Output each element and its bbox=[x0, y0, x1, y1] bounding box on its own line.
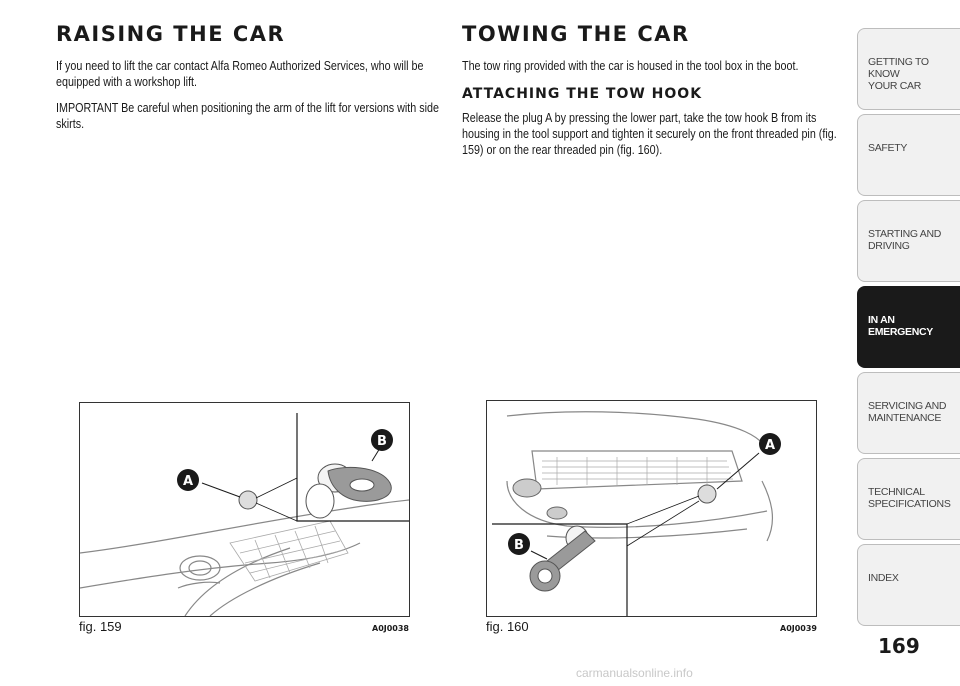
left-column: RAISING THE CAR If you need to lift the … bbox=[56, 22, 441, 142]
right-column: TOWING THE CAR The tow ring provided wit… bbox=[462, 22, 847, 168]
svg-text:B: B bbox=[514, 538, 524, 553]
tab-technical-specifications[interactable]: TECHNICAL SPECIFICATIONS bbox=[857, 458, 960, 540]
callout-b-icon bbox=[508, 533, 530, 555]
callout-a-icon bbox=[759, 433, 781, 455]
front-bumper-illustration: A B bbox=[80, 413, 409, 616]
tab-getting-to-know[interactable]: GETTING TO KNOW YOUR CAR bbox=[857, 28, 960, 110]
tab-starting-driving[interactable]: STARTING AND DRIVING bbox=[857, 200, 960, 282]
chapter-sidebar: GETTING TO KNOW YOUR CAR SAFETY STARTING… bbox=[857, 28, 960, 630]
tab-servicing-maintenance[interactable]: SERVICING AND MAINTENANCE bbox=[857, 372, 960, 454]
callout-a-icon bbox=[177, 469, 199, 491]
svg-text:A: A bbox=[183, 474, 193, 489]
svg-text:B: B bbox=[377, 434, 387, 449]
subsection-title-tow-hook: ATTACHING THE TOW HOOK bbox=[462, 86, 703, 102]
tab-in-an-emergency[interactable]: IN AN EMERGENCY bbox=[857, 286, 960, 368]
figure-160-caption: fig. 160 bbox=[486, 619, 529, 634]
figure-159-code: A0J0038 bbox=[372, 624, 409, 633]
figure-160-code: A0J0039 bbox=[780, 624, 817, 633]
svg-text:A: A bbox=[765, 438, 775, 453]
tab-safety[interactable]: SAFETY bbox=[857, 114, 960, 196]
page-number: 169 bbox=[878, 634, 920, 658]
rear-bumper-illustration: A B bbox=[492, 411, 781, 616]
tab-index[interactable]: INDEX bbox=[857, 544, 960, 626]
figure-159-caption: fig. 159 bbox=[79, 619, 122, 634]
paragraph-lift-contact: If you need to lift the car contact Alfa… bbox=[56, 59, 424, 89]
figure-159: A B bbox=[79, 402, 410, 617]
paragraph-important: IMPORTANT Be careful when positioning th… bbox=[56, 101, 439, 131]
callout-b-icon bbox=[371, 429, 393, 451]
section-title-raising: RAISING THE CAR bbox=[56, 22, 286, 46]
section-title-towing: TOWING THE CAR bbox=[462, 22, 690, 46]
paragraph-attach-hook: Release the plug A by pressing the lower… bbox=[462, 111, 837, 157]
figure-160: A B bbox=[486, 400, 817, 617]
paragraph-tow-ring: The tow ring provided with the car is ho… bbox=[462, 59, 799, 73]
watermark: carmanualsonline.info bbox=[576, 666, 693, 680]
